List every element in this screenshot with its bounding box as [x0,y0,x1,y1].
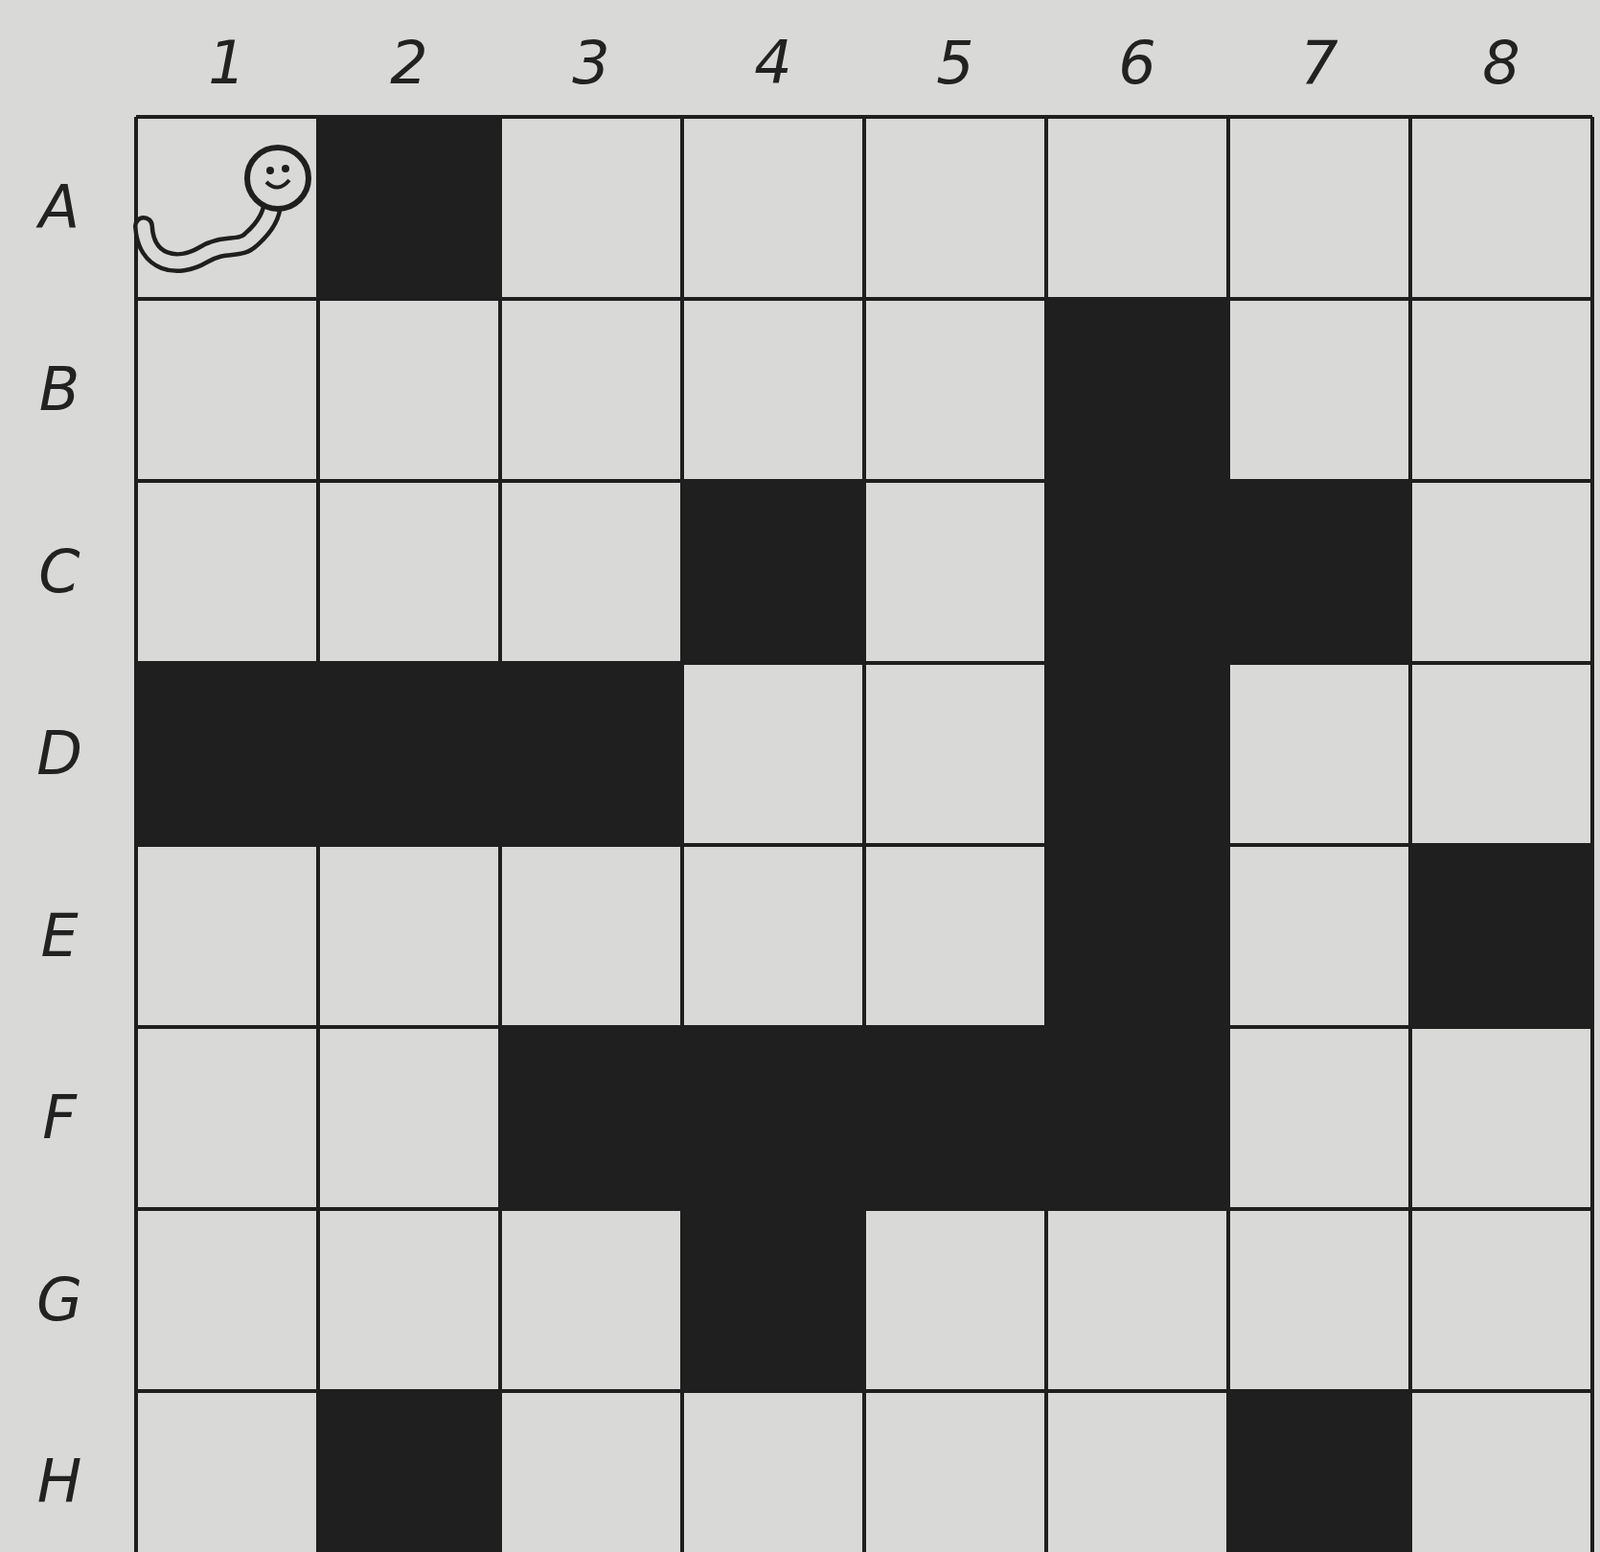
row-letter: E [40,906,78,966]
grid-line [136,479,1593,483]
grid-line [316,116,320,1552]
column-number: 7 [1300,33,1338,93]
grid-line [134,116,138,1552]
grid-line [1408,116,1413,1552]
column-number: 8 [1482,33,1520,93]
grid-line [136,1207,1593,1212]
blocked-cell [682,1027,865,1210]
column-number: 6 [1118,33,1156,93]
blocked-cell [864,1027,1047,1210]
blocked-cell [318,662,501,846]
row-letter: G [36,1270,83,1330]
blocked-cell [1228,480,1411,663]
blocked-cell [1046,298,1229,481]
blocked-cell [500,662,683,846]
row-letter: B [39,360,81,420]
column-number: 2 [389,33,428,93]
blocked-cell [1046,480,1229,663]
row-letter: A [39,178,80,238]
grid-line [1590,116,1595,1552]
grid-line [680,116,685,1552]
blocked-cell [682,1209,865,1392]
grid-line [1226,116,1231,1552]
column-number: 3 [571,33,610,93]
grid-line [136,297,1593,301]
grid-line [136,661,1593,665]
row-letter: H [37,1452,83,1512]
blocked-cell [1046,1027,1229,1210]
grid-line [136,114,1593,119]
column-number: 5 [936,33,974,93]
blocked-cell [682,480,865,663]
blocked-cell [1046,662,1229,846]
row-letter: C [38,542,80,602]
grid-line [862,116,867,1552]
grid-line [136,1025,1593,1029]
row-letter: F [42,1088,77,1148]
blocked-cell [318,116,501,299]
blocked-cell [1228,1391,1411,1552]
worm-figure [143,147,309,263]
grid-line [498,116,503,1552]
blocked-cell [500,1027,683,1210]
grid-line [136,843,1593,847]
blocked-cell [1046,845,1229,1028]
column-number: 4 [754,33,792,93]
blocked-cell [1410,845,1593,1028]
grid-line [1044,116,1049,1552]
blocked-cell [318,1391,501,1552]
column-number: 1 [207,33,246,93]
blocked-cell [136,662,319,846]
row-letter: D [36,724,83,784]
grid-line [136,1389,1593,1394]
